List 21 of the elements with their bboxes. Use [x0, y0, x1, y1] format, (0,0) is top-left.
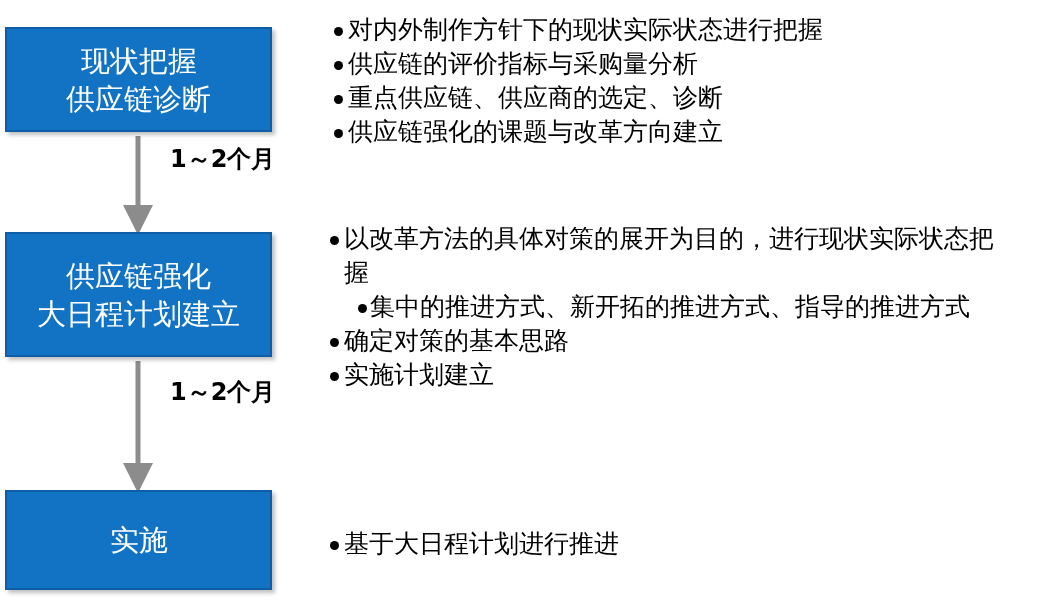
edge-label: 1～2个月 — [170, 144, 276, 175]
step-title: 实施 — [108, 522, 169, 559]
arrow — [123, 361, 153, 493]
bullet-item: 重点供应链、供应商的选定、诊断 — [330, 81, 1030, 115]
bullet-item: 实施计划建立 — [326, 358, 1006, 392]
process-box — [5, 490, 272, 590]
process-box — [5, 27, 272, 132]
bullet-item: 对内外制作方针下的现状实际状态进行把握 — [330, 13, 1030, 47]
step-title: 大日程计划建立 — [36, 295, 241, 333]
step-title: 供应链强化 — [65, 257, 212, 295]
process-box — [5, 232, 272, 357]
bullet-item: 供应链强化的课题与改革方向建立 — [330, 115, 1030, 149]
step-title: 现状把握 — [79, 42, 198, 80]
arrow — [123, 136, 153, 235]
bullet-item: 供应链的评价指标与采购量分析 — [330, 47, 1030, 81]
bullet-item: 基于大日程计划进行推进 — [326, 527, 926, 561]
bullet-item: 确定对策的基本思路 — [326, 324, 1006, 358]
step-title: 供应链诊断 — [65, 80, 212, 118]
edge-label: 1～2个月 — [170, 377, 276, 408]
bullet-item: 以改革方法的具体对策的展开为目的，进行现状实际状态把握 — [326, 222, 1006, 290]
bullet-item: 集中的推进方式、新开拓的推进方式、指导的推进方式 — [326, 290, 1006, 324]
